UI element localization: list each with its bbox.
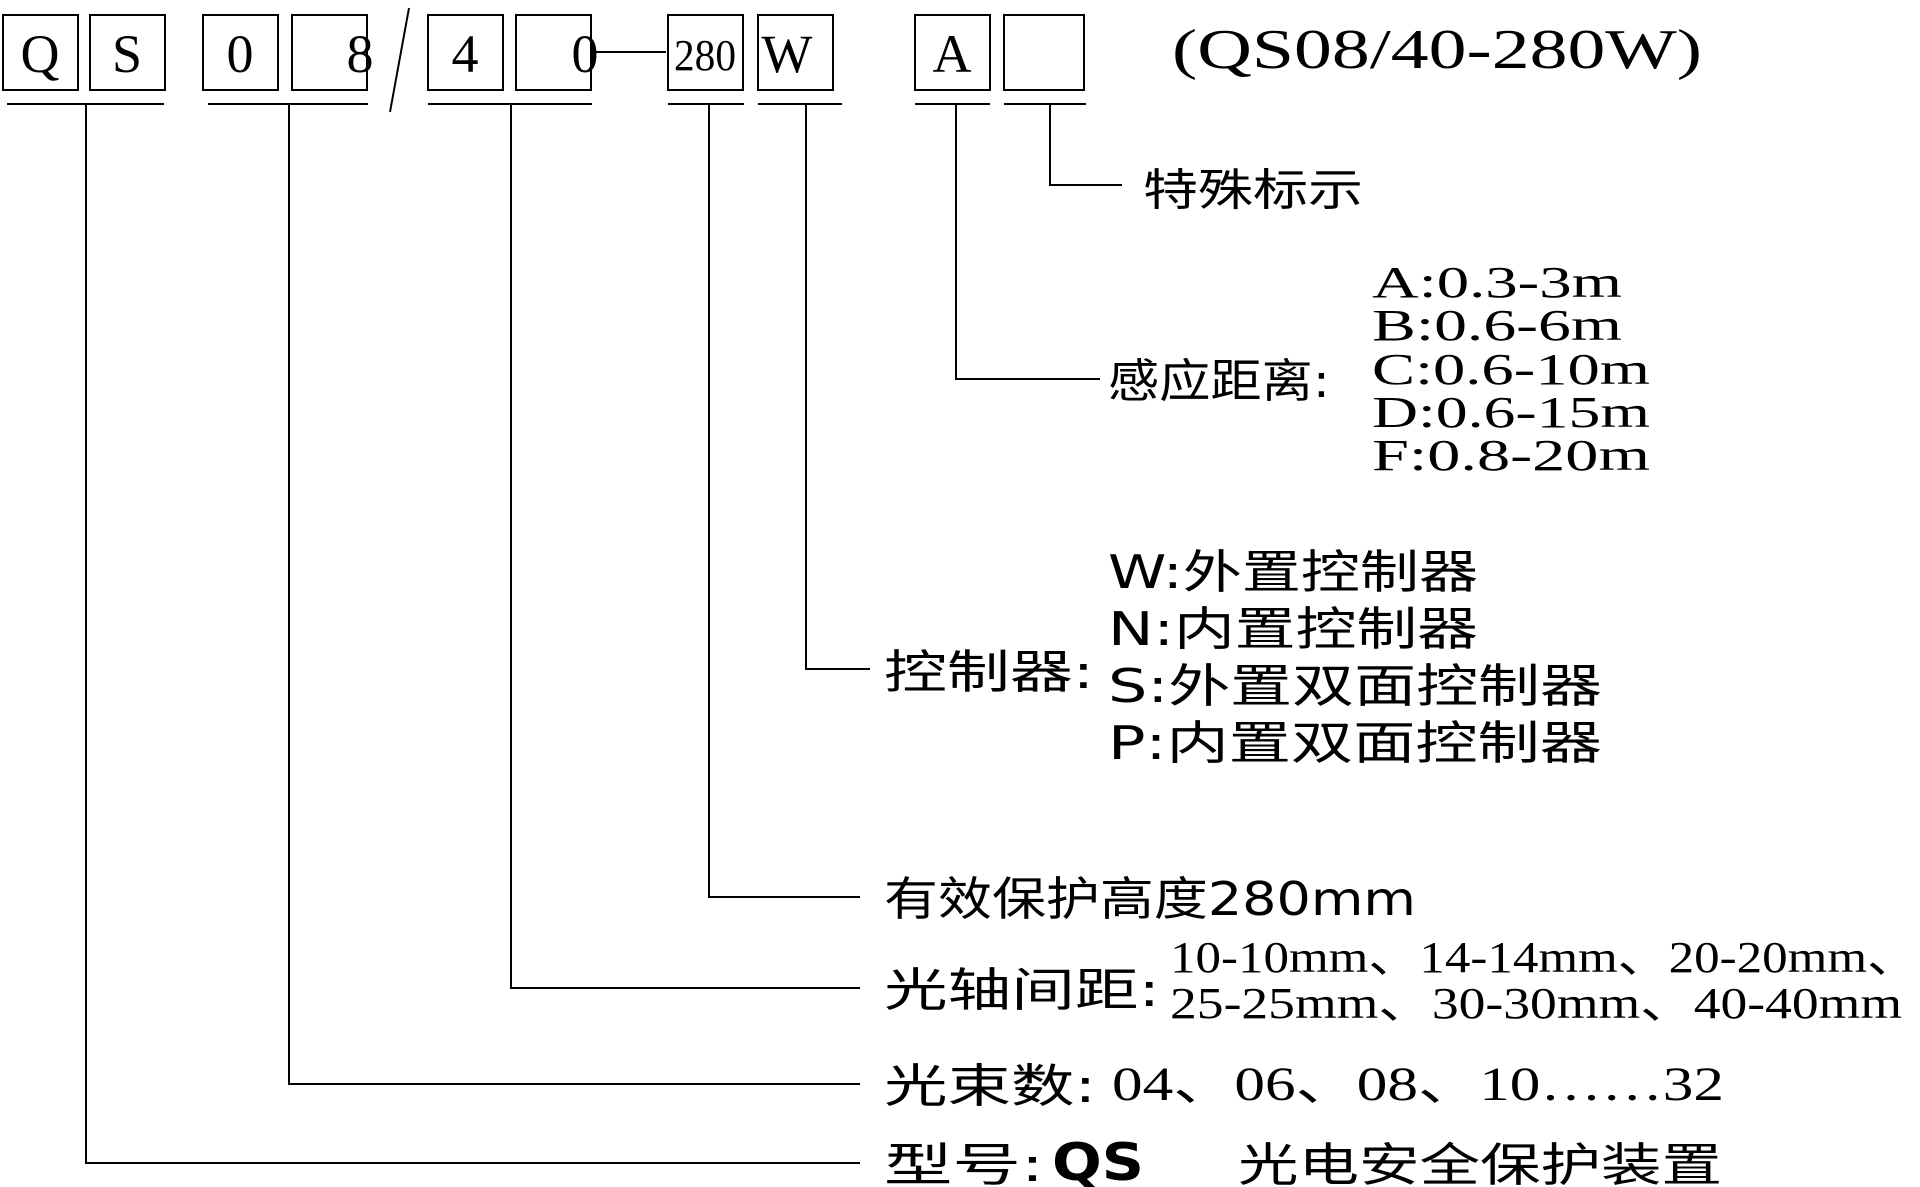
model-type-code: QS [1052,1133,1144,1187]
leader-controller [805,104,870,670]
code-box-8 [757,14,834,91]
code-box-6 [515,14,592,91]
leader-axis-spacing [510,104,860,989]
code-box-text-4: 8 [347,24,374,84]
code-box-10 [1003,14,1085,91]
controller-option: P:内置双面控制器 [1108,716,1602,770]
slash-separator [389,7,410,113]
leader-beam-count [288,104,860,1085]
code-box-text-1: Q [21,24,60,84]
axis-spacing-label: 光轴间距: [884,963,1160,1017]
code-box-text-5: 4 [452,24,479,84]
leader-model-type [85,104,860,1164]
sensing-option: F:0.8-20m [1372,431,1650,480]
code-box-2 [89,14,166,91]
code-box-text-7: 280 [674,31,736,80]
model-type-label: 型号: [884,1138,1044,1187]
code-box-4 [291,14,368,91]
leader-sensing-distance [955,104,1100,380]
controller-option: W:外置控制器 [1108,545,1478,599]
code-box-7 [667,14,744,91]
leader-special-mark [1049,104,1122,186]
protection-height-text: 有效保护高度280mm [884,872,1416,926]
axis-spacing-values-line2: 25-25mm、30-30mm、40-40mm [1170,979,1902,1028]
sensing-option: A:0.3-3m [1372,258,1622,307]
controller-option: S:外置双面控制器 [1108,659,1602,713]
sensing-option: C:0.6-10m [1372,345,1650,394]
model-full-code: (QS08/40-280W) [1172,19,1702,81]
code-box-text-8: W [762,24,813,84]
axis-spacing-values-line1: 10-10mm、14-14mm、20-20mm、 [1170,933,1918,982]
sensing-option: B:0.6-6m [1372,301,1622,350]
special-mark-label: 特殊标示 [1143,165,1363,216]
code-box-9 [914,14,991,91]
controller-option: N:内置控制器 [1108,602,1478,656]
beam-count-label: 光束数: [884,1059,1096,1113]
code-box-text-3: 0 [227,24,254,84]
model-type-description: 光电安全保护装置 [1238,1138,1722,1187]
code-box-1 [2,14,79,91]
controller-label: 控制器: [884,645,1094,699]
code-box-5 [427,14,504,91]
code-box-text-9: A [933,24,972,84]
sensing-option: D:0.6-15m [1372,388,1650,437]
leader-protection-height [708,104,860,898]
code-box-text-6: 0 [572,24,599,84]
sensing-distance-label: 感应距离: [1108,354,1330,408]
code-box-text-2: S [112,24,142,84]
code-box-3 [202,14,279,91]
beam-count-values: 04、06、08、10……32 [1112,1058,1724,1111]
